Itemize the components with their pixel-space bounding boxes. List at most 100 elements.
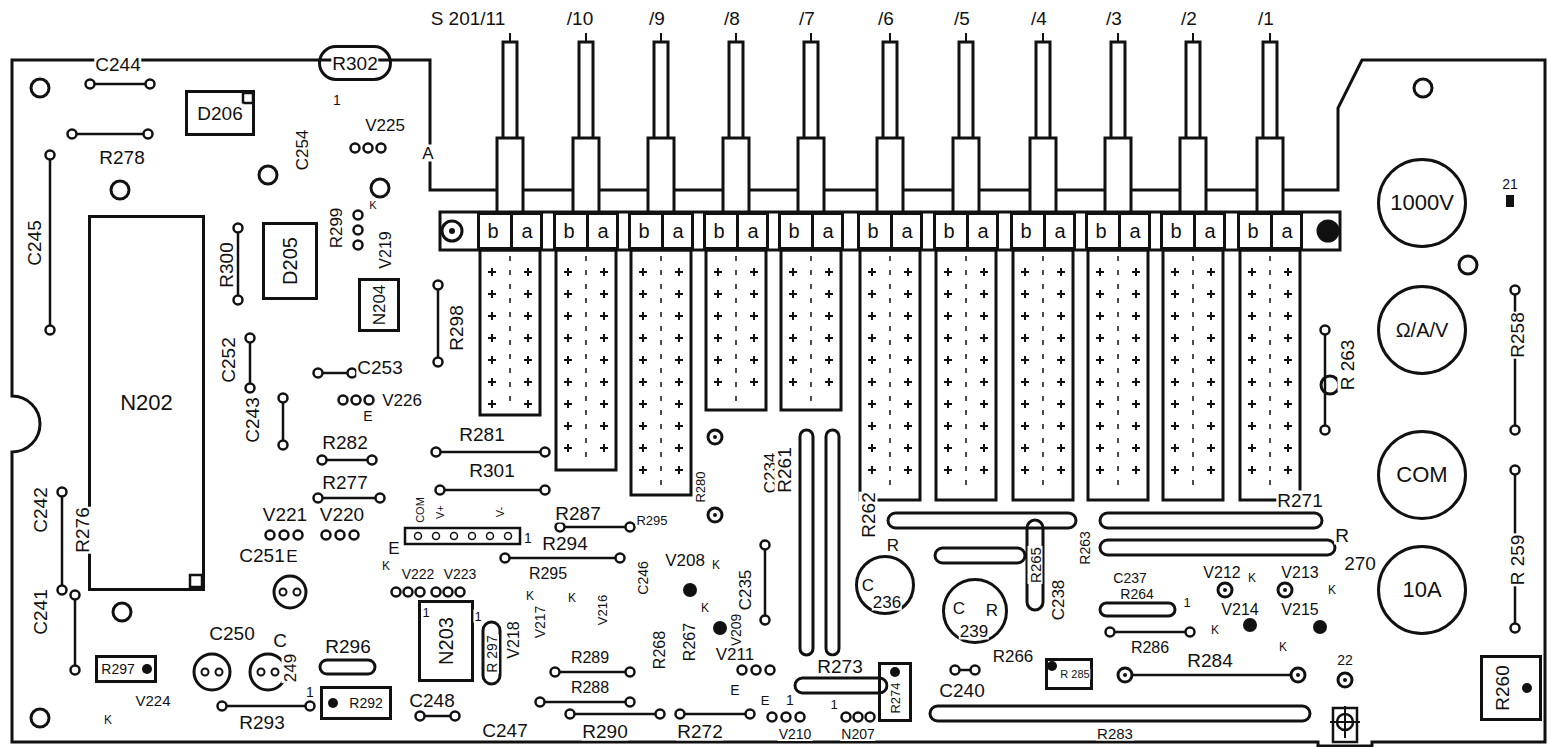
solder-cross xyxy=(1248,444,1256,452)
part-label: V- xyxy=(495,506,506,518)
solder-pad xyxy=(1291,668,1305,682)
solder-cross xyxy=(1171,356,1179,364)
part-label: C247 xyxy=(481,721,528,740)
solder-cross xyxy=(825,312,833,320)
component-lead xyxy=(222,705,310,708)
part-label: R290 xyxy=(581,722,628,741)
solder-cross xyxy=(1207,444,1215,452)
solder-cross xyxy=(868,400,876,408)
switch-axis xyxy=(660,256,662,489)
part-label: R277 xyxy=(321,473,368,492)
part-label: R300 xyxy=(217,241,236,288)
switch-axis xyxy=(1042,256,1044,494)
resistor-band xyxy=(1100,540,1335,555)
solder-cross xyxy=(564,422,572,430)
solder-cross xyxy=(524,290,532,298)
solder-cross xyxy=(1021,444,1029,452)
switch-plunger xyxy=(648,138,674,212)
part-label: R262 xyxy=(859,491,878,538)
solder-cross xyxy=(1248,356,1256,364)
solder-cross xyxy=(639,466,647,474)
solder-cross xyxy=(1132,378,1140,386)
connector-strip xyxy=(405,528,520,544)
part-label: V221 xyxy=(262,505,308,524)
solder-cross xyxy=(675,422,683,430)
part-label: R281 xyxy=(458,425,505,444)
transistor-pad xyxy=(444,588,453,597)
solder-cross xyxy=(1132,290,1140,298)
solder-cross xyxy=(1207,290,1215,298)
part-label: /5 xyxy=(953,9,971,28)
part-label: V215 xyxy=(1280,602,1319,618)
part-label: /3 xyxy=(1105,9,1123,28)
solder-cross xyxy=(564,268,572,276)
solder-cross xyxy=(524,378,532,386)
solder-pad xyxy=(1243,618,1257,632)
resistor-band xyxy=(826,430,839,655)
capacitor-pad xyxy=(216,669,223,676)
solder-cross xyxy=(675,356,683,364)
switch-plunger xyxy=(1105,138,1131,212)
solder-pad xyxy=(314,494,323,503)
part-label: /6 xyxy=(877,9,895,28)
switch-contact: ba xyxy=(933,212,999,250)
component-lead xyxy=(436,451,545,454)
solder-cross xyxy=(1021,334,1029,342)
transistor-pad xyxy=(354,241,363,250)
part-name: b xyxy=(562,221,575,241)
solder-cross xyxy=(1096,312,1104,320)
switch-contact: ba xyxy=(1237,212,1303,250)
component-lead xyxy=(505,557,620,560)
solder-pad xyxy=(1511,426,1520,435)
switch-plunger xyxy=(798,138,824,212)
resistor-band xyxy=(483,622,500,684)
solder-cross xyxy=(750,290,758,298)
switch-plunger xyxy=(953,138,979,212)
solder-cross xyxy=(714,290,722,298)
solder-cross xyxy=(1207,268,1215,276)
solder-cross xyxy=(1171,400,1179,408)
component-box: N204 xyxy=(358,278,400,332)
transistor-pad xyxy=(350,531,359,540)
solder-cross xyxy=(1096,378,1104,386)
solder-cross xyxy=(1207,356,1215,364)
part-label: K xyxy=(1210,624,1220,636)
part-label: V209 xyxy=(729,613,743,648)
switch-plunger xyxy=(1030,138,1056,212)
solder-cross xyxy=(675,290,683,298)
component-lead xyxy=(437,285,440,362)
part-label: R280 xyxy=(694,470,707,503)
solder-cross xyxy=(714,312,722,320)
component-lead xyxy=(282,398,285,445)
part-name: a xyxy=(821,221,834,241)
solder-pad xyxy=(1218,583,1232,597)
solder-cross xyxy=(980,444,988,452)
solder-cross xyxy=(980,466,988,474)
part-name: R292 xyxy=(348,696,383,710)
transistor-pad xyxy=(336,531,345,540)
part-label: R282 xyxy=(321,433,368,452)
transistor-pad xyxy=(280,531,289,540)
part-label: R298 xyxy=(447,304,466,351)
part-label: V214 xyxy=(1220,602,1259,618)
solder-cross xyxy=(1096,268,1104,276)
part-label: R266 xyxy=(992,648,1035,665)
pin1-dot xyxy=(142,664,152,674)
contact-divider xyxy=(586,215,589,247)
mounting-hole xyxy=(1321,376,1339,394)
solder-pad xyxy=(234,296,243,305)
pin1-dot xyxy=(890,667,900,677)
solder-pad xyxy=(708,430,722,444)
solder-pad xyxy=(1321,326,1330,335)
switch-plunger xyxy=(1263,42,1277,140)
part-label: V224 xyxy=(134,693,171,708)
solder-cross xyxy=(524,268,532,276)
solder-cross xyxy=(1207,378,1215,386)
transistor-pad xyxy=(782,713,791,722)
component-box: R297 xyxy=(95,655,157,683)
connector-22 xyxy=(1330,706,1360,738)
solder-pad xyxy=(761,616,770,625)
solder-pad xyxy=(71,591,80,600)
solder-cross xyxy=(750,312,758,320)
solder-cross xyxy=(1057,400,1065,408)
